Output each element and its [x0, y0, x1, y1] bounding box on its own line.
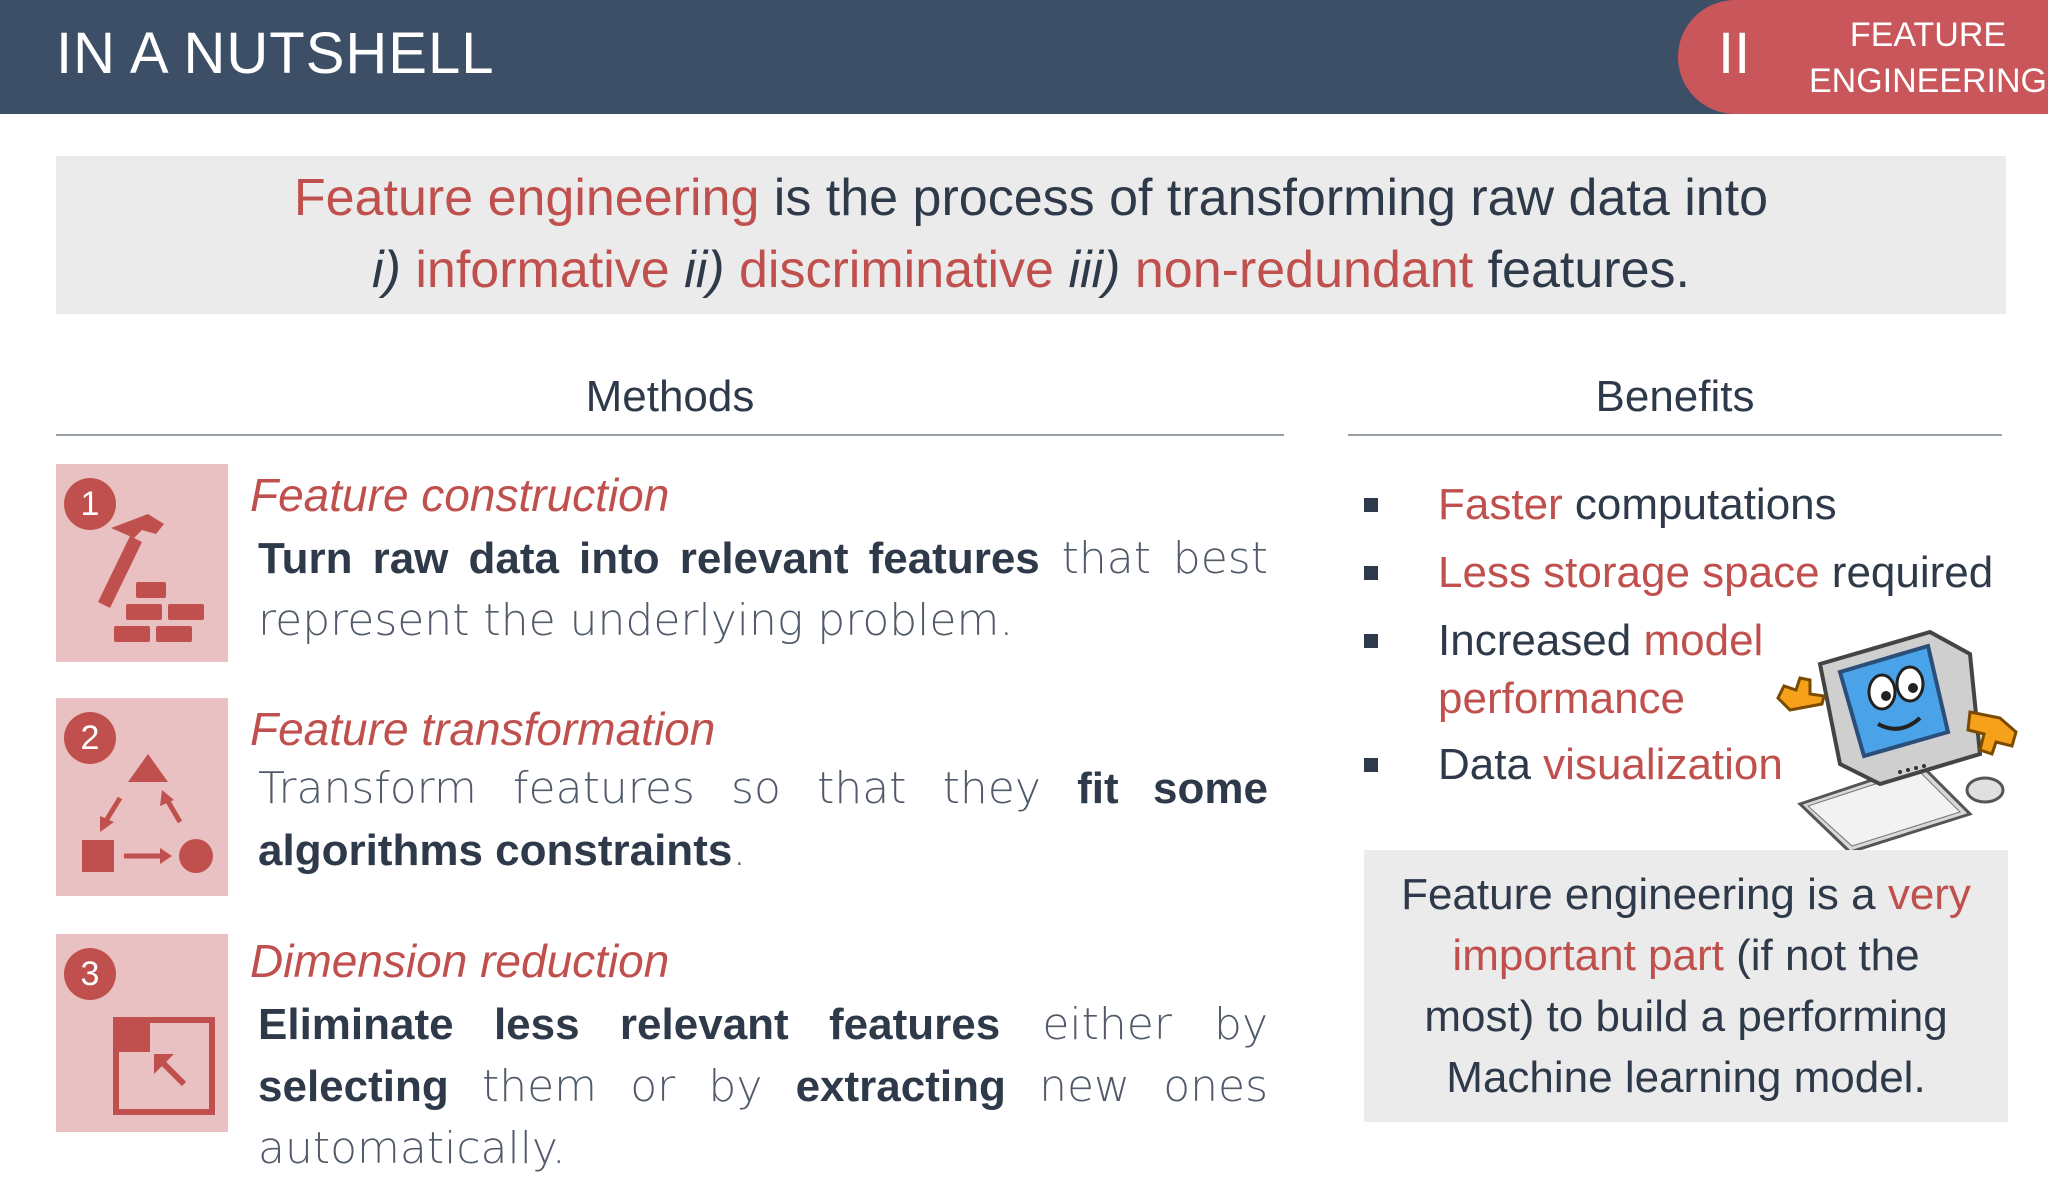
header-bar: IN A NUTSHELL II FEATURE ENGINEERING [0, 0, 2048, 114]
section-name: FEATURE ENGINEERING [1808, 16, 2048, 100]
shapes-cycle-icon [82, 754, 213, 873]
method-2-title: Feature transformation [250, 703, 716, 755]
definition-line-1: Feature engineering is the process of tr… [293, 169, 1769, 227]
hammer-bricks-icon [98, 514, 204, 642]
method-number-badge: 1 [64, 478, 116, 530]
method-2-tile: 2 [56, 698, 228, 896]
benefits-heading: Benefits [1348, 372, 2002, 436]
conclusion-box: Feature engineering is a very important … [1364, 850, 2008, 1122]
bullet-icon [1364, 634, 1378, 648]
section-tab: II FEATURE ENGINEERING [1678, 0, 2048, 114]
bullet-icon [1364, 566, 1378, 580]
method-1-title: Feature construction [250, 469, 670, 521]
method-number-badge: 3 [64, 948, 116, 1000]
section-number: II [1718, 21, 1751, 86]
methods-heading: Methods [56, 372, 1284, 436]
bullet-icon [1364, 498, 1378, 512]
computer-mascot-icon [1776, 629, 2018, 854]
bullet-icon [1364, 758, 1378, 772]
method-3-tile: 3 [56, 934, 228, 1132]
method-2-text: Transform features so that they fit some… [258, 763, 1268, 876]
definition-line-2: i) informative ii) discriminative iii) n… [372, 241, 1690, 299]
method-1-tile: 1 [56, 464, 228, 662]
definition-box: Feature engineering is the process of tr… [56, 156, 2006, 314]
method-1-text: Turn raw data into relevant features tha… [258, 533, 1268, 646]
resize-icon [113, 1017, 215, 1115]
method-number-badge: 2 [64, 712, 116, 764]
method-3-title: Dimension reduction [250, 935, 670, 987]
method-3-text: Eliminate less relevant features either … [258, 999, 1269, 1174]
page-title: IN A NUTSHELL [56, 21, 495, 86]
